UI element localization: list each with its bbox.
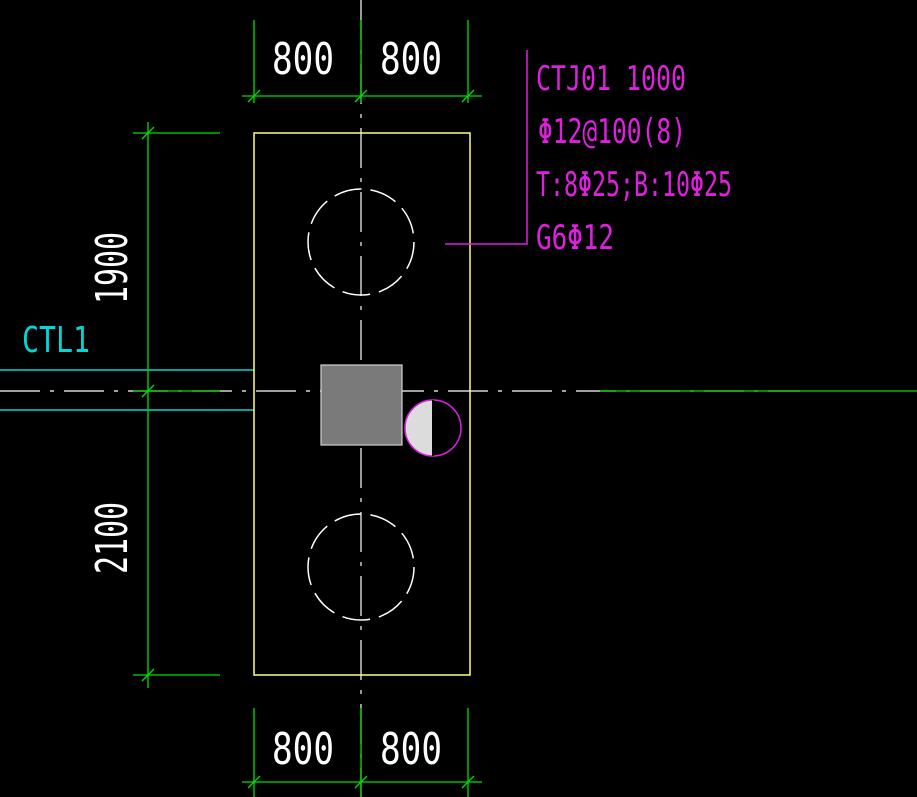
note-line-1: CTJ01 1000 <box>536 59 686 99</box>
left-dimension <box>133 122 220 688</box>
annotation-leader <box>445 50 528 245</box>
beam-ctl1 <box>0 369 254 411</box>
note-line-2: Φ12@100(8) <box>538 112 686 152</box>
dim-bottom-left: 800 <box>272 724 334 775</box>
note-line-4: G6Φ12 <box>536 218 614 258</box>
note-line-3: T:8Φ25;B:10Φ25 <box>536 165 732 205</box>
dim-left-upper: 1900 <box>87 232 138 304</box>
dim-left-lower: 2100 <box>87 502 138 574</box>
dim-bottom-right: 800 <box>380 724 442 775</box>
pile-cap-outline <box>253 132 471 676</box>
pile-top <box>307 188 415 296</box>
dim-top-left: 800 <box>272 34 334 85</box>
beam-label: CTL1 <box>22 320 90 361</box>
bottom-dimension <box>242 708 482 797</box>
section-symbol <box>404 399 462 457</box>
pile-bottom <box>307 513 415 621</box>
top-dimension <box>242 20 482 103</box>
column <box>320 364 403 446</box>
dim-top-right: 800 <box>380 34 442 85</box>
